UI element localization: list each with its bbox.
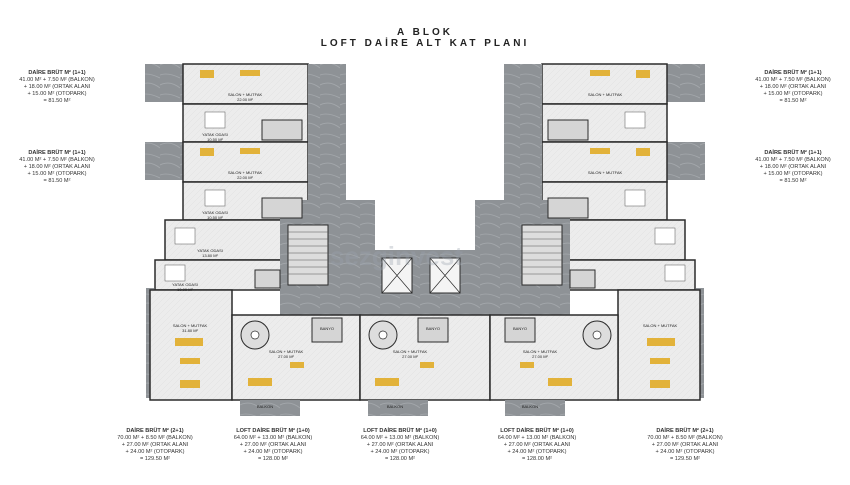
svg-text:10.00 M²: 10.00 M² — [177, 287, 193, 292]
note-mid-left: DAİRE BRÜT M² (1+1) 41.00 M² + 7.50 M² (… — [19, 150, 95, 184]
svg-text:27.00 M²: 27.00 M² — [278, 354, 294, 359]
block-title: A BLOK — [397, 27, 453, 38]
label-salon-left-2: SALON + MUTFAK — [228, 170, 263, 175]
svg-text:27.00 M²: 27.00 M² — [402, 354, 418, 359]
label-balkon-2: BALKON — [387, 404, 403, 409]
note-bottom-5: DAİRE BRÜT M² (2+1) 70.00 M² + 8.50 M² (… — [647, 428, 723, 462]
label-salon-loft-2: SALON + MUTFAK — [393, 349, 428, 354]
right-wing — [475, 63, 705, 401]
plan-title: LOFT DAİRE ALT KAT PLANI — [320, 38, 530, 49]
note-bottom-4: LOFT DAİRE BRÜT M² (1+0) 64.00 M² + 13.0… — [497, 428, 577, 462]
label-salon-loft-3: SALON + MUTFAK — [523, 349, 558, 354]
note-bottom-3: LOFT DAİRE BRÜT M² (1+0) 64.00 M² + 13.0… — [360, 428, 440, 462]
label-banyo-3: BANYO — [513, 326, 527, 331]
svg-text:31.80 M²: 31.80 M² — [182, 328, 198, 333]
label-salon-left-1: SALON + MUTFAK — [228, 92, 263, 97]
balcony-left-2 — [145, 142, 183, 180]
svg-text:10.50 M²: 10.50 M² — [207, 137, 223, 142]
note-bottom-1: DAİRE BRÜT M² (2+1) 70.00 M² + 8.50 M² (… — [117, 428, 193, 462]
note-mid-right: DAİRE BRÜT M² (1+1) 41.00 M² + 7.50 M² (… — [755, 150, 831, 184]
svg-text:13.80 M²: 13.80 M² — [202, 253, 218, 258]
label-yatak-left-1: YATAK ODASI — [202, 132, 228, 137]
note-top-right: DAİRE BRÜT M² (1+1) 41.00 M² + 7.50 M² (… — [755, 70, 831, 104]
label-yatak-left-3: YATAK ODASI — [197, 248, 223, 253]
note-bottom-2: LOFT DAİRE BRÜT M² (1+0) 64.00 M² + 13.0… — [233, 428, 313, 462]
label-salon-right-2: SALON + MUTFAK — [588, 170, 623, 175]
label-salon-2p1-left: SALON + MUTFAK — [173, 323, 208, 328]
stair-left — [287, 224, 329, 286]
label-balkon-1: BALKON — [257, 404, 273, 409]
label-banyo-2: BANYO — [426, 326, 440, 331]
label-salon-loft-1: SALON + MUTFAK — [269, 349, 304, 354]
stair-right — [521, 224, 563, 286]
label-yatak-left-2: YATAK ODASI — [202, 210, 228, 215]
loft-units — [231, 314, 619, 416]
svg-text:22.00 M²: 22.00 M² — [237, 175, 253, 180]
label-yatak-left-4: YATAK ODASI — [172, 282, 198, 287]
svg-text:22.00 M²: 22.00 M² — [237, 97, 253, 102]
watermark: sezginvest — [330, 241, 463, 271]
label-salon-right-1: SALON + MUTFAK — [588, 92, 623, 97]
label-banyo-1: BANYO — [320, 326, 334, 331]
svg-text:27.00 M²: 27.00 M² — [532, 354, 548, 359]
left-wing — [145, 63, 375, 401]
label-salon-2p1-right: SALON + MUTFAK — [643, 323, 678, 328]
svg-text:10.50 M²: 10.50 M² — [207, 215, 223, 220]
center-block — [375, 250, 475, 320]
balcony-left-1 — [145, 64, 183, 102]
label-balkon-3: BALKON — [522, 404, 538, 409]
note-top-left: DAİRE BRÜT M² (1+1) 41.00 M² + 7.50 M² (… — [19, 70, 95, 104]
